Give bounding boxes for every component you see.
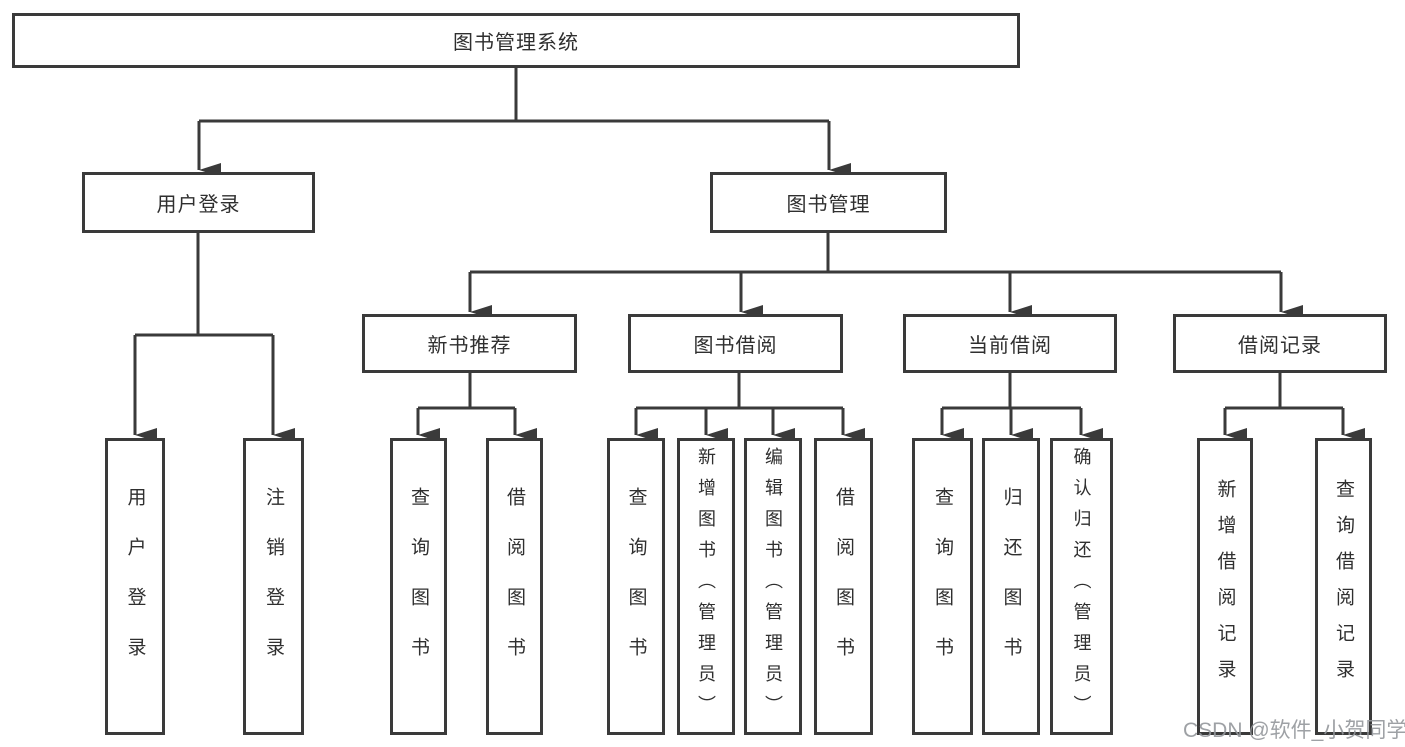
leaf-add-borrow-record: 新增借阅记录 (1197, 438, 1253, 735)
leaf-confirm-return-admin: 确认归还（管理员） (1050, 438, 1113, 735)
leaf-user-login: 用户登录 (105, 438, 165, 735)
leaf-recommend-borrow-books: 借阅图书 (486, 438, 543, 735)
node-current-borrowing: 当前借阅 (903, 314, 1117, 373)
node-book-management: 图书管理 (710, 172, 947, 233)
leaf-add-books-admin: 新增图书（管理员） (677, 438, 735, 735)
leaf-return-books: 归还图书 (982, 438, 1040, 735)
leaf-query-borrow-record: 查询借阅记录 (1315, 438, 1372, 735)
leaf-logout: 注销登录 (243, 438, 304, 735)
node-root-library-system: 图书管理系统 (12, 13, 1020, 68)
leaf-borrow-query-books: 查询图书 (607, 438, 665, 735)
node-user-login: 用户登录 (82, 172, 315, 233)
leaf-current-query-books: 查询图书 (912, 438, 973, 735)
leaf-recommend-query-books: 查询图书 (390, 438, 447, 735)
leaf-borrow-books: 借阅图书 (814, 438, 873, 735)
node-new-book-recommend: 新书推荐 (362, 314, 577, 373)
node-book-borrowing: 图书借阅 (628, 314, 843, 373)
leaf-edit-books-admin: 编辑图书（管理员） (744, 438, 802, 735)
node-borrow-records: 借阅记录 (1173, 314, 1387, 373)
csdn-watermark: CSDN @软件_小贺同学 (1183, 719, 1405, 742)
